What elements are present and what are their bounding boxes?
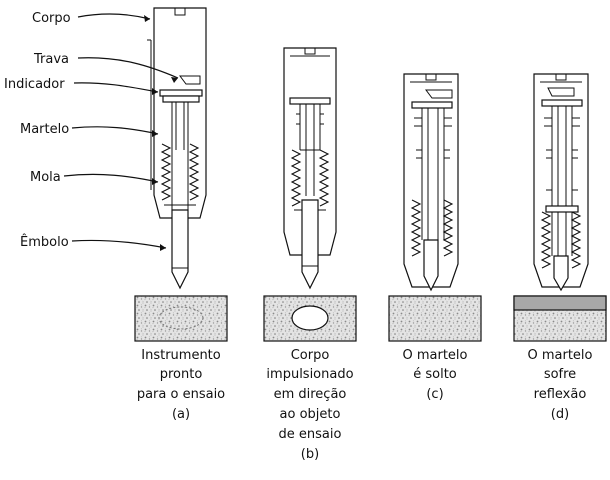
instrument-d xyxy=(534,74,588,290)
caption-b-line-3: em direção xyxy=(274,387,347,402)
caption-a-tag: (a) xyxy=(172,407,190,422)
caption-b-line-4: ao objeto xyxy=(280,407,341,422)
caption-d: O martelo sofre reflexão (d) xyxy=(528,348,593,422)
part-labels: Corpo Trava Indicador Martelo Mola Êmbol… xyxy=(4,11,178,251)
label-martelo: Martelo xyxy=(20,122,69,137)
test-block-d xyxy=(514,296,606,341)
caption-c-line-2: é solto xyxy=(413,367,457,382)
caption-a-line-2: pronto xyxy=(160,367,203,382)
caption-a: Instrumento pronto para o ensaio (a) xyxy=(137,348,225,422)
label-trava: Trava xyxy=(33,52,69,67)
caption-b-line-2: impulsionado xyxy=(266,367,353,382)
caption-a-line-3: para o ensaio xyxy=(137,387,225,402)
instrument-c xyxy=(404,74,458,290)
instrument-b xyxy=(284,48,336,288)
caption-d-line-2: sofre xyxy=(544,367,576,382)
test-block-c xyxy=(389,296,481,341)
caption-c-line-1: O martelo xyxy=(403,348,468,363)
caption-b-line-5: de ensaio xyxy=(279,427,342,442)
caption-d-tag: (d) xyxy=(551,407,569,422)
test-block-a xyxy=(135,296,227,341)
caption-b-line-1: Corpo xyxy=(291,348,330,363)
test-blocks xyxy=(135,296,606,341)
leader-arrows xyxy=(64,14,178,251)
caption-d-line-3: reflexão xyxy=(534,387,587,402)
test-block-b xyxy=(264,296,356,341)
caption-c: O martelo é solto (c) xyxy=(403,348,468,402)
caption-d-line-1: O martelo xyxy=(528,348,593,363)
caption-a-line-1: Instrumento xyxy=(141,348,221,363)
caption-b: Corpo impulsionado em direção ao objeto … xyxy=(266,348,353,462)
label-mola: Mola xyxy=(30,170,61,185)
label-corpo: Corpo xyxy=(32,11,71,26)
caption-b-tag: (b) xyxy=(301,447,319,462)
label-indicador: Indicador xyxy=(4,77,65,92)
label-embolo: Êmbolo xyxy=(20,234,69,250)
caption-c-tag: (c) xyxy=(426,387,443,402)
